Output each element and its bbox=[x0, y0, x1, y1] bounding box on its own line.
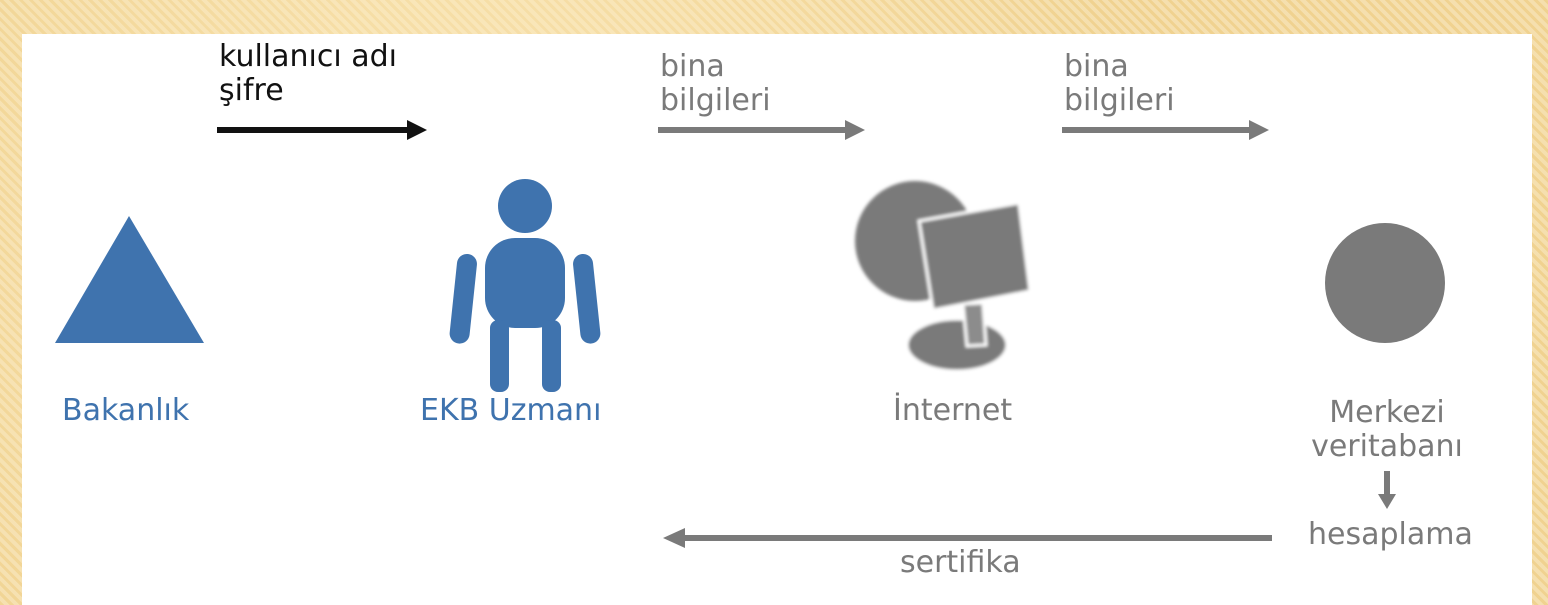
building-info-label-1: bina bilgileri bbox=[660, 49, 771, 118]
circle-icon bbox=[1325, 223, 1445, 343]
diagram-panel: kullanıcı adı şifre bina bilgileri bina … bbox=[22, 34, 1532, 605]
credentials-arrow bbox=[217, 120, 427, 140]
database-to-calculation-arrow bbox=[1378, 471, 1396, 509]
ekb-expert-label: EKB Uzmanı bbox=[420, 393, 602, 428]
certificate-label: sertifika bbox=[900, 545, 1021, 580]
connectors bbox=[217, 120, 1396, 548]
central-database-label: Merkezi veritabanı bbox=[1311, 395, 1463, 464]
building-info-label-2: bina bilgileri bbox=[1064, 49, 1175, 118]
internet-computer-icon bbox=[855, 181, 1032, 373]
certificate-arrow bbox=[663, 528, 1272, 548]
triangle-icon bbox=[55, 216, 204, 343]
credentials-label: kullanıcı adı şifre bbox=[219, 39, 397, 108]
building-info-arrow-1 bbox=[658, 120, 865, 140]
internet-label: İnternet bbox=[893, 393, 1013, 428]
person-icon bbox=[449, 179, 601, 392]
calculation-label: hesaplama bbox=[1308, 517, 1473, 552]
ministry-label: Bakanlık bbox=[62, 393, 190, 428]
building-info-arrow-2 bbox=[1062, 120, 1269, 140]
